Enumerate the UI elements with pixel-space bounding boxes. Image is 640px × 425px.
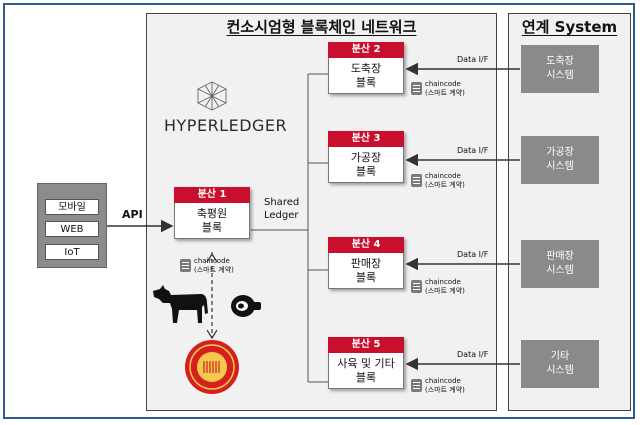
data-if-label-3: Data I/F [457, 250, 489, 259]
system-slaughterhouse: 도축장 시스템 [521, 45, 599, 93]
node-5-block: 분산 5 사육 및 기타 블록 [328, 337, 404, 389]
node-2-header: 분산 2 [328, 42, 404, 58]
system-title-text: 연계 System [521, 18, 618, 36]
client-iot: IoT [45, 244, 99, 260]
chaincode-label: chaincode [425, 377, 461, 385]
chaincode-sublabel: (스마트 계약) [425, 386, 465, 394]
client-mobile: 모바일 [45, 199, 99, 215]
cow-icon [153, 285, 208, 323]
chaincode-sublabel: (스마트 계약) [425, 287, 465, 295]
node-5-chaincode: chaincode (스마트 계약) [425, 377, 465, 395]
system-4-subtitle: 시스템 [546, 365, 574, 376]
outer-frame [3, 3, 635, 419]
chaincode-document-icon [180, 259, 191, 272]
chaincode-document-icon [411, 280, 422, 293]
system-1-subtitle: 시스템 [546, 70, 574, 81]
node-5-title: 사육 및 기타 [337, 357, 395, 370]
node-2-block: 분산 2 도축장 블록 [328, 42, 404, 94]
chaincode-label: chaincode [425, 278, 461, 286]
chaincode-label: chaincode [425, 80, 461, 88]
chaincode-sublabel: (스마트 계약) [425, 89, 465, 97]
node-4-block: 분산 4 판매장 블록 [328, 237, 404, 289]
node-2-subtitle: 블록 [355, 76, 377, 89]
node-5-subtitle: 블록 [355, 371, 377, 384]
node-1-chaincode: chaincode (스마트 계약) [194, 257, 234, 275]
system-3-title: 판매장 [546, 251, 574, 262]
node-4-subtitle: 블록 [355, 271, 377, 284]
chaincode-label: chaincode [425, 172, 461, 180]
data-if-label-4: Data I/F [457, 350, 489, 359]
system-other: 기타 시스템 [521, 340, 599, 388]
chaincode-document-icon [411, 82, 422, 95]
traceability-seal-icon [185, 340, 239, 394]
data-if-label-1: Data I/F [457, 55, 489, 64]
shared-ledger-line2: Ledger [264, 210, 299, 221]
chaincode-document-icon [411, 379, 422, 392]
api-label: API [122, 208, 143, 221]
node-1-subtitle: 블록 [201, 221, 223, 234]
node-4-chaincode: chaincode (스마트 계약) [425, 278, 465, 296]
chaincode-label: chaincode [194, 257, 230, 265]
node-1-header: 분산 1 [174, 187, 250, 203]
system-4-title: 기타 [550, 351, 570, 362]
shared-ledger-line1: Shared [264, 197, 300, 208]
chaincode-sublabel: (스마트 계약) [194, 266, 234, 274]
node-3-chaincode: chaincode (스마트 계약) [425, 172, 465, 190]
node-3-title: 가공장 [350, 151, 382, 164]
node-3-header: 분산 3 [328, 131, 404, 147]
node-3-subtitle: 블록 [355, 165, 377, 178]
node-1-block: 분산 1 축평원 블록 [174, 187, 250, 239]
system-title: 연계 System [508, 16, 631, 37]
meat-icon [231, 295, 261, 317]
system-2-title: 가공장 [546, 147, 574, 158]
node-2-chaincode: chaincode (스마트 계약) [425, 80, 465, 98]
node-5-header: 분산 5 [328, 337, 404, 353]
consortium-title-text: 컨소시엄형 블록체인 네트워크 [226, 18, 417, 36]
node-2-title: 도축장 [350, 62, 382, 75]
node-4-header: 분산 4 [328, 237, 404, 253]
system-processing-plant: 가공장 시스템 [521, 136, 599, 184]
system-1-title: 도축장 [546, 56, 574, 67]
system-retail-store: 판매장 시스템 [521, 240, 599, 288]
hyperledger-logo-text: HYPERLEDGER [164, 116, 288, 135]
system-2-subtitle: 시스템 [546, 161, 574, 172]
data-if-label-2: Data I/F [457, 146, 489, 155]
node-4-title: 판매장 [350, 257, 382, 270]
hyperledger-logo-icon [197, 81, 227, 111]
chaincode-sublabel: (스마트 계약) [425, 181, 465, 189]
shared-ledger-label: Shared Ledger [264, 196, 299, 222]
client-web: WEB [45, 221, 99, 237]
system-3-subtitle: 시스템 [546, 265, 574, 276]
node-3-block: 분산 3 가공장 블록 [328, 131, 404, 183]
chaincode-document-icon [411, 174, 422, 187]
node-1-title: 축평원 [196, 207, 228, 220]
consortium-title: 컨소시엄형 블록체인 네트워크 [146, 16, 497, 37]
